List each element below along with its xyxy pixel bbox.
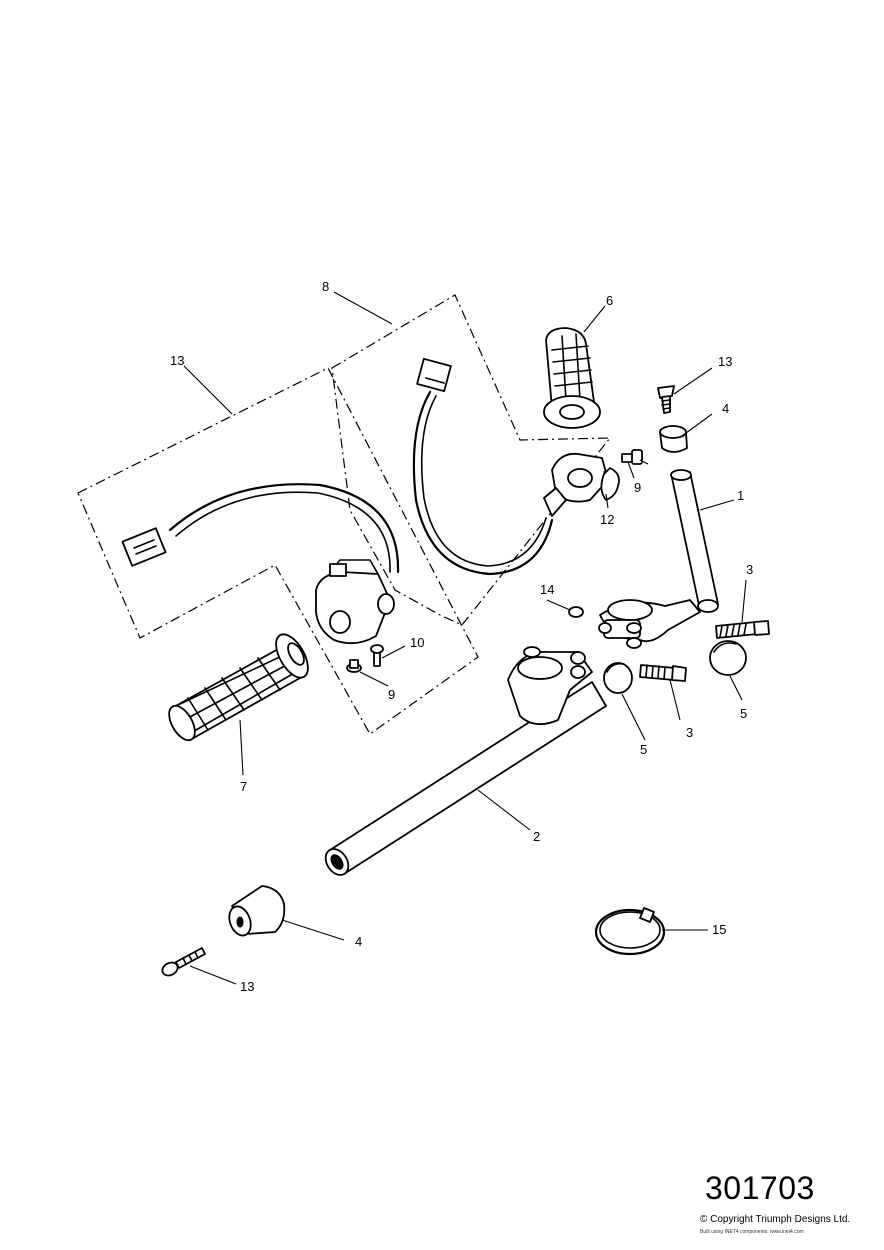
part-11-switch-and-harness [121, 483, 400, 645]
callout-9-upper: 9 [634, 480, 641, 495]
callout-14: 14 [540, 582, 554, 597]
part-9-screw-upper [621, 449, 643, 465]
callout-5-right: 5 [740, 706, 747, 721]
part-12-clip [600, 467, 620, 501]
copyright-notice: © Copyright Triumph Designs Ltd. [700, 1214, 851, 1225]
part-7-grip-left [168, 633, 309, 742]
callout-5-centre: 5 [640, 742, 647, 757]
diagram-reference-number: 301703 [705, 1170, 815, 1206]
part-5-cap-right [709, 640, 747, 676]
callout-13-upper: 13 [718, 354, 732, 369]
part-4-bar-end-weight-lower [228, 885, 286, 937]
part-4-bar-end-weight-upper [659, 425, 688, 453]
callout-3-centre: 3 [686, 725, 693, 740]
part-6-grip-right [543, 327, 601, 429]
leader-lines [183, 291, 747, 985]
part-3-screw-a [715, 620, 770, 639]
callout-13-lower: 13 [240, 979, 254, 994]
part-1-handlebar-right [598, 469, 719, 649]
part-5-cap-centre [603, 662, 633, 694]
callout-10: 10 [410, 635, 424, 650]
callout-9-lower: 9 [388, 687, 395, 702]
part-2-handlebar-left [324, 646, 607, 876]
built-with-notice: Built using INET4 components. www.inet4.… [700, 1229, 804, 1235]
group-boundary-8 [331, 294, 612, 626]
callout-2: 2 [533, 829, 540, 844]
part-13-screw-upper [657, 385, 675, 414]
group-boundary-11 [77, 367, 479, 735]
callout-3-right: 3 [746, 562, 753, 577]
part-13-screw-lower [161, 947, 206, 977]
callouts: 8 13 6 13 4 1 9 12 3 14 10 9 5 3 5 7 2 1… [170, 279, 753, 994]
callout-15: 15 [712, 922, 726, 937]
callout-7: 7 [240, 779, 247, 794]
part-14-plug [568, 606, 584, 618]
part-15-band [594, 907, 666, 956]
callout-1: 1 [737, 488, 744, 503]
callout-4-lower: 4 [355, 934, 362, 949]
callout-6: 6 [606, 293, 613, 308]
callout-4-upper: 4 [722, 401, 729, 416]
callout-11: 13 [170, 353, 184, 368]
callout-8: 8 [322, 279, 329, 294]
part-10-screw [370, 644, 384, 667]
part-3-screw-b [639, 664, 687, 682]
part-9-screw-lower [346, 659, 362, 673]
callout-12: 12 [600, 512, 614, 527]
